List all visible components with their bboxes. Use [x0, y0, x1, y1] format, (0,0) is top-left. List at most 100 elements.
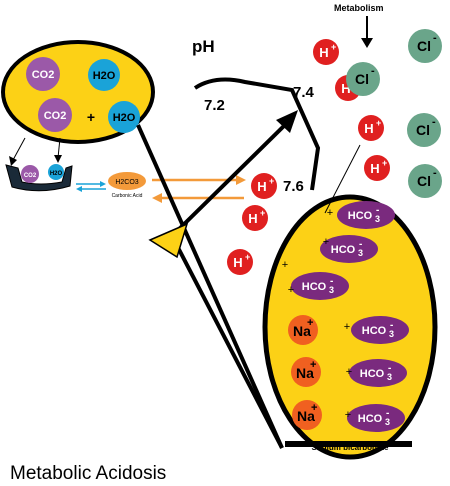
hydrogen-ion: H+ [358, 115, 384, 141]
svg-text:+: + [382, 158, 387, 168]
ph-scale-curve [193, 77, 321, 191]
hydrogen-ion: H+ [242, 205, 268, 231]
pointer-shaft-upper [136, 124, 284, 449]
arrow-co2-to-enzyme [12, 137, 26, 161]
svg-text:H: H [257, 179, 266, 194]
plus-sign: + [288, 284, 294, 296]
ph-label: pH [192, 37, 215, 56]
arrowhead-icon [100, 181, 106, 187]
svg-text:Na: Na [297, 408, 315, 424]
hydrogen-ion: H+ [364, 155, 390, 181]
molecule-h2o-bottom: H2O [108, 101, 140, 133]
svg-text:Cl: Cl [417, 38, 431, 54]
svg-text:-: - [433, 167, 437, 179]
sodium-ion: Na+ [292, 400, 322, 430]
svg-text:CO2: CO2 [24, 173, 37, 179]
diagram-title: Metabolic Acidosis [10, 463, 166, 484]
molecule-h2o-top: H2O [88, 59, 120, 91]
svg-text:HCO: HCO [362, 325, 387, 337]
svg-text:CO2: CO2 [32, 69, 55, 81]
sodium-ions: Na+Na+Na+ [288, 315, 322, 430]
svg-text:-: - [432, 116, 436, 128]
svg-text:H2O: H2O [50, 171, 63, 177]
bicarbonate-oval [262, 194, 438, 460]
svg-text:H: H [364, 121, 373, 136]
enzyme-shape [5, 164, 73, 192]
release-line [324, 144, 361, 214]
arrowhead-icon [54, 155, 62, 163]
svg-text:3: 3 [385, 417, 390, 427]
ph-tick-7-6: 7.6 [283, 178, 304, 195]
svg-text:-: - [359, 239, 362, 250]
carbonic-acid-formula: H2CO3 [115, 179, 138, 186]
chloride-ion: Cl- [408, 164, 442, 198]
chloride-ions: Cl-Cl-Cl-Cl- [346, 29, 442, 198]
svg-text:3: 3 [358, 248, 363, 258]
arrowhead-icon [152, 193, 162, 203]
svg-text:3: 3 [375, 214, 380, 224]
hydrogen-ion: H+ [227, 249, 253, 275]
hydrogen-ion: H+ [251, 173, 277, 199]
hydrogen-ion: H+ [313, 39, 339, 65]
svg-text:-: - [330, 276, 333, 287]
plus-sign: + [323, 236, 329, 248]
ph-needle [170, 118, 292, 238]
plus-sign: + [345, 409, 351, 421]
svg-text:-: - [433, 32, 437, 44]
svg-text:Na: Na [293, 323, 311, 339]
plus-sign: + [346, 366, 352, 378]
oval-plus-signs: + + + + + + + [282, 207, 352, 421]
svg-text:HCO: HCO [331, 244, 356, 256]
ph-pointer-triangle-icon [148, 222, 189, 259]
svg-text:-: - [388, 363, 391, 374]
ph-tick-7-2: 7.2 [204, 97, 225, 114]
molecule-co2-top: CO2 [26, 57, 60, 91]
svg-text:+: + [307, 317, 313, 329]
svg-text:H: H [319, 45, 328, 60]
svg-text:H: H [341, 81, 350, 96]
metabolism-label: Metabolism [334, 3, 384, 13]
svg-text:+: + [269, 176, 274, 186]
sodium-ion: Na+ [291, 357, 321, 387]
left-oval-plus: + [87, 109, 95, 125]
svg-text:H2O: H2O [113, 112, 136, 124]
carbonic-acid-oval [108, 172, 146, 190]
svg-text:3: 3 [389, 329, 394, 339]
plus-sign: + [344, 321, 350, 333]
enzyme-co2: CO2 [21, 165, 39, 183]
svg-text:+: + [331, 42, 336, 52]
svg-text:Cl: Cl [417, 173, 431, 189]
arrowhead-icon [9, 156, 17, 166]
svg-text:HCO: HCO [358, 413, 383, 425]
svg-text:H: H [248, 211, 257, 226]
molecule-co2-bottom: CO2 [38, 98, 72, 132]
svg-text:-: - [376, 205, 379, 216]
svg-text:+: + [376, 118, 381, 128]
svg-text:H: H [370, 161, 379, 176]
sodium-bicarbonate-label: Sodium bicarbonate [312, 443, 389, 452]
arrowhead-icon [236, 175, 246, 185]
svg-text:-: - [386, 408, 389, 419]
svg-text:+: + [310, 359, 316, 371]
ph-needle-arrowhead-icon [276, 110, 298, 133]
plus-sign: + [282, 259, 288, 271]
svg-text:+: + [311, 402, 317, 414]
enzyme-h2o: H2O [48, 164, 64, 180]
svg-text:HCO: HCO [302, 281, 327, 293]
svg-text:3: 3 [387, 372, 392, 382]
svg-text:H: H [233, 255, 242, 270]
chloride-ion: Cl- [407, 113, 441, 147]
plus-sign: + [327, 207, 333, 219]
svg-text:H2O: H2O [93, 70, 116, 82]
svg-text:3: 3 [329, 285, 334, 295]
arrow-h2o-to-enzyme [57, 137, 61, 159]
svg-text:-: - [390, 320, 393, 331]
pointer-shaft-lower [170, 235, 284, 449]
svg-text:-: - [371, 65, 375, 77]
